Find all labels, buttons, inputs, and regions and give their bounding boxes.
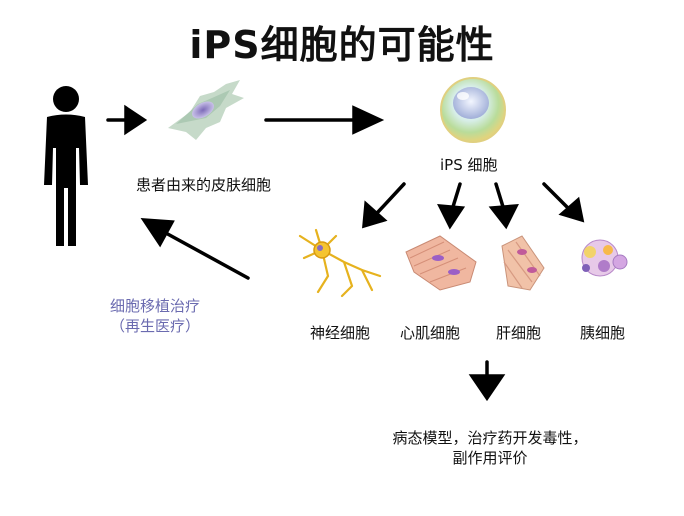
page-title: iPS细胞的可能性	[189, 23, 495, 67]
heart-label: 心肌细胞	[400, 324, 461, 342]
therapy-label: 细胞移植治疗 （再生医疗）	[90, 296, 220, 336]
skin-cell-icon	[168, 80, 244, 140]
arrow-therapy-back	[140, 218, 250, 280]
liver-label: 肝细胞	[496, 324, 542, 342]
uses-label-line2: 副作用评价	[452, 449, 528, 467]
ips-cell-icon	[440, 77, 506, 143]
arrow-person-to-skin	[106, 104, 148, 136]
liver-cell-icon	[501, 235, 545, 291]
pancreas-cell-icon	[581, 239, 628, 277]
skin-cells-label: 患者由来的皮肤细胞	[136, 176, 272, 194]
ips-cells-label: iPS 细胞	[440, 156, 498, 174]
person-icon	[44, 86, 88, 246]
arrow-ips-to-heart	[437, 182, 466, 230]
arrow-down-to-uses	[468, 360, 506, 402]
arrow-ips-to-neuron	[362, 182, 406, 229]
uses-label-line1: 病态模型，治疗药开发毒性，	[392, 429, 588, 447]
heart-muscle-icon	[405, 235, 477, 291]
neuron-icon	[298, 228, 382, 298]
uses-label: 病态模型，治疗药开发毒性， 副作用评价	[380, 428, 600, 468]
arrow-ips-to-pancreas	[542, 182, 585, 223]
therapy-label-line2: （再生医疗）	[109, 317, 200, 335]
pancreas-label: 胰细胞	[580, 324, 626, 342]
arrow-skin-to-ips	[264, 105, 385, 135]
neuron-label: 神经细胞	[310, 324, 371, 342]
arrow-ips-to-liver	[488, 182, 519, 230]
therapy-label-line1: 细胞移植治疗	[109, 297, 200, 315]
